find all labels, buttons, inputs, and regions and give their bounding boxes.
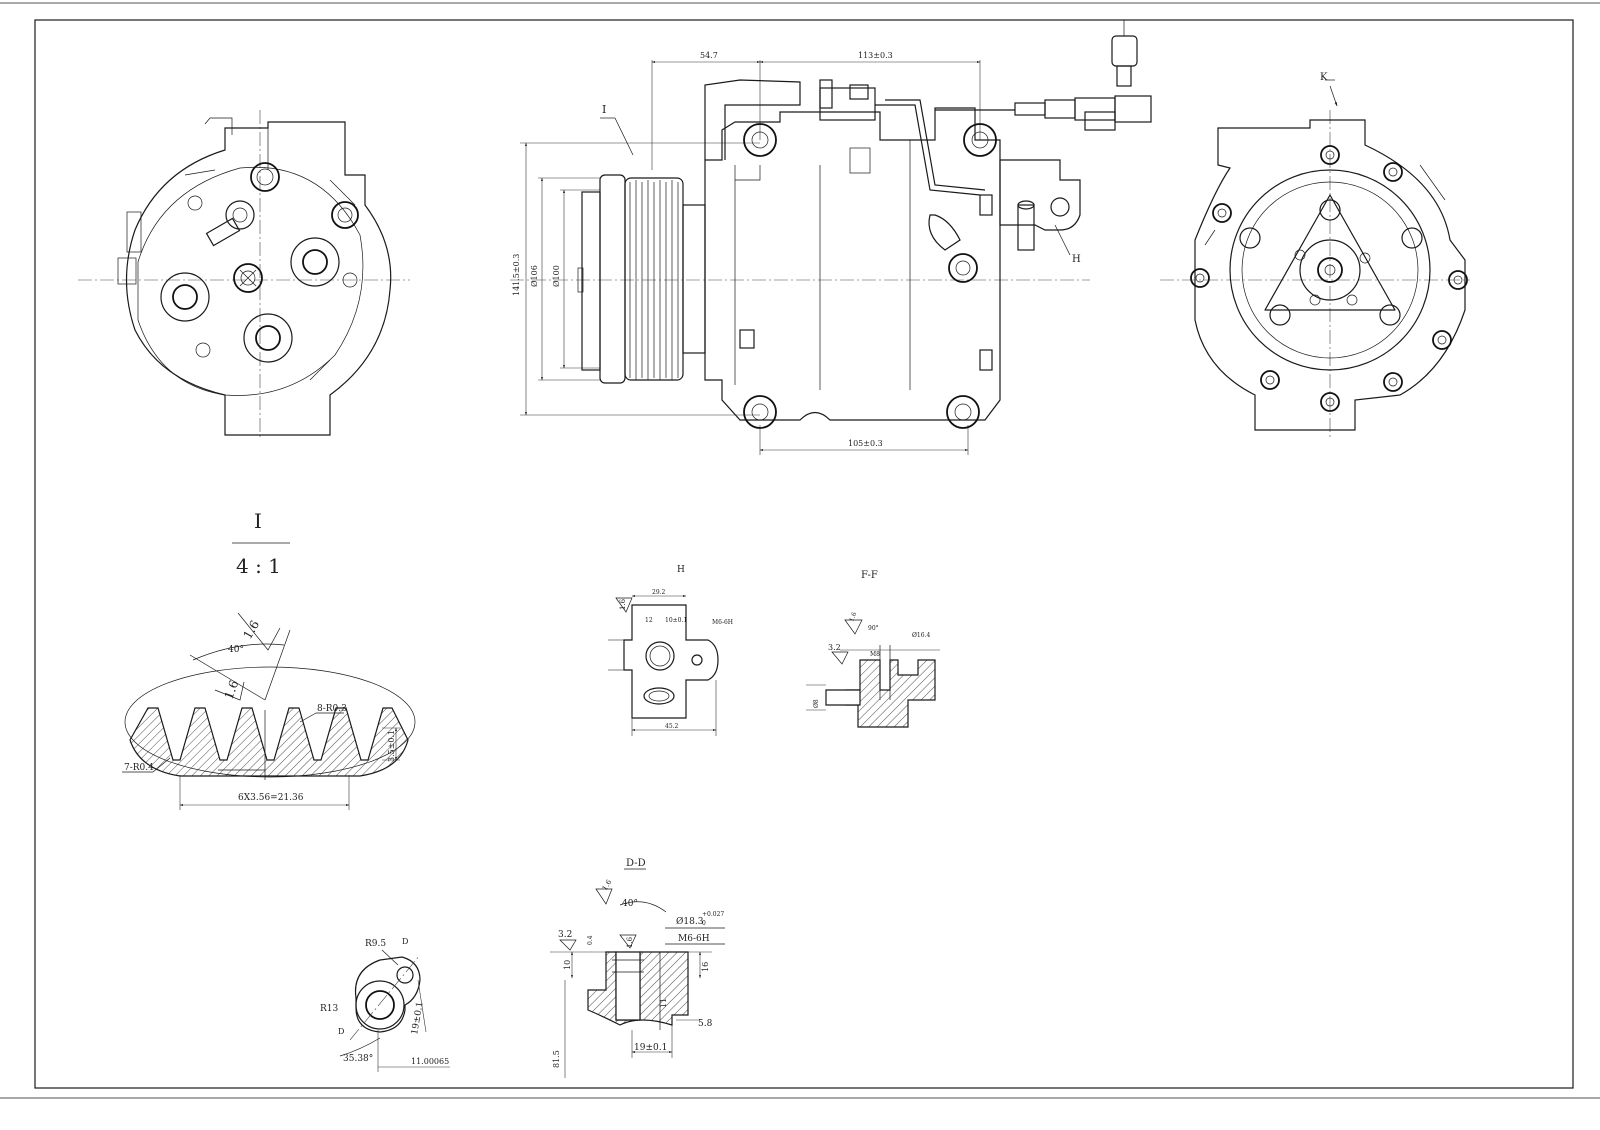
section-H-title: H <box>677 565 685 575</box>
detail-I-scale: 4 : 1 <box>236 554 281 578</box>
section-DD-dim-19: 19±0.1 <box>634 1043 667 1053</box>
detail-I-rough-mid: 1.6 <box>222 678 242 701</box>
section-H-dim-bottom: 45.2 <box>665 723 679 730</box>
section-DD-bore: Ø18.3 <box>676 916 704 927</box>
section-DD-tol-lower: 0 <box>702 920 706 927</box>
section-DD: D-D 1.6 40° Ø18.3 +0.027 0 M6-6H 3.2 0.4… <box>550 858 725 1078</box>
section-H-thread: M6-6H <box>712 619 733 626</box>
section-DD-dim-58: 5.8 <box>698 1019 713 1029</box>
detail-I-rough-top: 1.6 <box>240 618 262 642</box>
section-H-rough: 1.6 <box>619 598 627 610</box>
label-I: I <box>602 103 606 116</box>
section-DD-tol-upper: +0.027 <box>702 911 724 918</box>
flange-angle: 35.38° <box>343 1054 373 1064</box>
section-FF-dim-c: Ø8 <box>813 699 820 708</box>
section-H-dim-12: 12 <box>645 617 653 624</box>
flange-note: 11.00065 <box>411 1057 449 1066</box>
section-FF-dim-b: M8 <box>870 651 880 658</box>
section-DD-rough-c: 1.6 <box>626 936 634 948</box>
section-DD-angle: 40° <box>622 899 638 909</box>
section-DD-dim-11: 11 <box>659 998 668 1008</box>
front-view <box>78 110 410 440</box>
flange-tag-side: D <box>338 1027 344 1036</box>
flange-r95: R9.5 <box>365 939 386 949</box>
section-DD-dim-10: 10 <box>563 960 572 970</box>
section-FF-title: F-F <box>861 570 878 581</box>
dim-d100: Ø100 <box>552 265 561 287</box>
detail-I-pitch: 6X3.56=21.36 <box>238 793 304 803</box>
section-DD-thread: M6-6H <box>678 934 710 944</box>
section-DD-dim-04: 0.4 <box>587 935 594 945</box>
section-FF-rough-b: 1.6 <box>848 611 858 623</box>
dim-113: 113±0.3 <box>858 51 893 60</box>
detail-I-angle: 40° <box>228 645 244 655</box>
side-view: 54.7 113±0.3 141.5±0.3 Ø106 Ø100 105±0.3… <box>510 20 1152 455</box>
detail-I-height: 3.5±0.1 <box>387 730 396 762</box>
label-H: H <box>1072 254 1081 265</box>
section-DD-title: D-D <box>626 858 646 869</box>
detail-I-radius-bottom: 7-R0.4 <box>124 763 154 773</box>
dim-141-5: 141.5±0.3 <box>512 254 521 296</box>
dim-d106: Ø106 <box>530 265 539 287</box>
dim-54-7: 54.7 <box>700 51 718 60</box>
detail-I-radius-top: 8-R0.3 <box>317 704 347 714</box>
flange-tag-top: D <box>402 937 408 946</box>
section-FF-dim-a: Ø16.4 <box>912 632 930 639</box>
detail-I-title: I <box>254 509 262 533</box>
section-H-dim-10: 10±0.1 <box>665 617 687 624</box>
section-DD-dim-16: 16 <box>701 962 710 972</box>
section-FF-rough-a: 3.2 <box>828 643 841 652</box>
rear-view: K <box>1160 72 1470 440</box>
section-H: H 1.6 29.2 12 10±0.1 M6-6H 45.2 <box>608 565 733 736</box>
section-FF-angle: 90° <box>868 625 879 632</box>
label-K: K <box>1320 72 1328 83</box>
section-FF: F-F 1.6 90° Ø16.4 3.2 M8 Ø8 <box>806 570 940 728</box>
section-DD-dim-81: 81.5 <box>552 1050 561 1068</box>
drawing-border <box>34 19 1574 1089</box>
flange-r13: R13 <box>320 1004 339 1014</box>
detail-I: I 4 : 1 40° 1.6 1.6 8-R0.3 7-R0.4 3.5±0.… <box>122 509 416 810</box>
dim-105: 105±0.3 <box>848 439 883 448</box>
section-DD-rough-a: 3.2 <box>558 930 572 940</box>
flange-view: R9.5 D R13 D 19±0.1 35.38° 11.00065 <box>320 937 450 1072</box>
section-H-dim-top: 29.2 <box>652 589 666 596</box>
flange-dim-19: 19±0.1 <box>410 1001 426 1036</box>
